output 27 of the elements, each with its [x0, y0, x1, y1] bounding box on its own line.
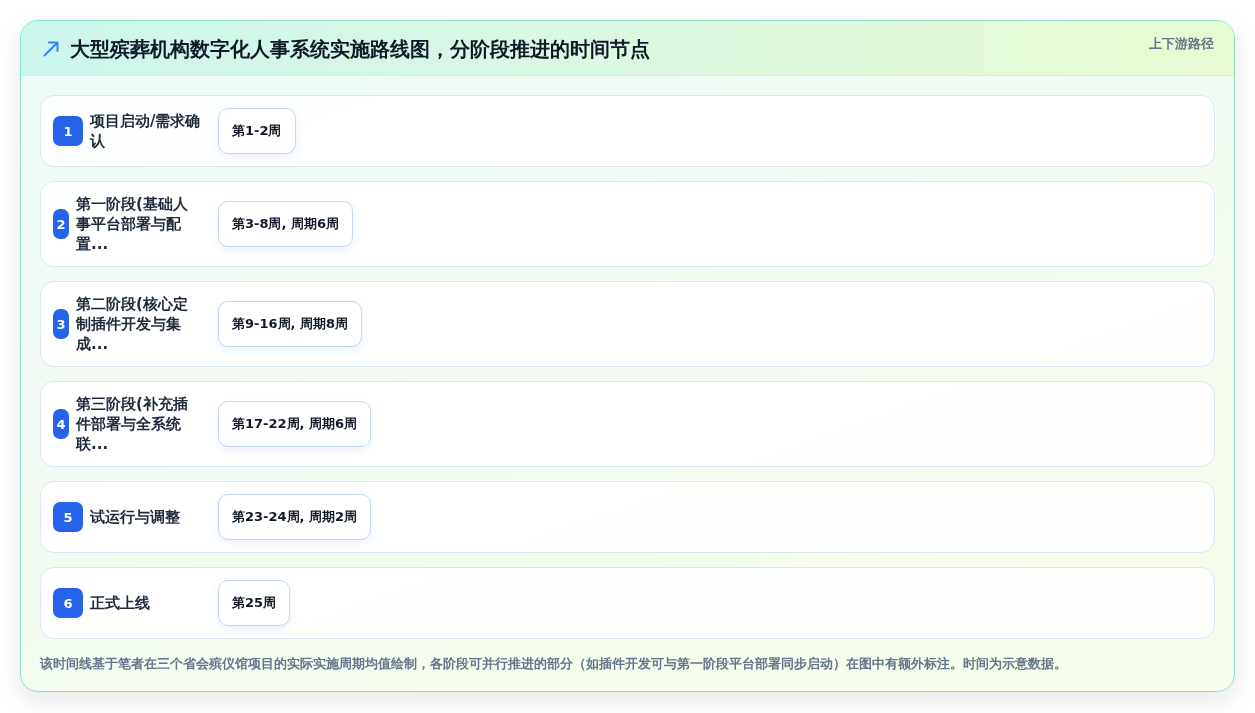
step-number-badge: 5 — [53, 502, 83, 532]
stage-card — [40, 381, 1215, 467]
stage-card — [40, 567, 1215, 639]
step-number-badge: 2 — [53, 209, 69, 239]
stage-name: 第三阶段(补充插件部署与全系统联... — [76, 394, 189, 454]
step-number-badge: 1 — [53, 116, 83, 146]
stage-card — [40, 95, 1215, 167]
stage-name: 正式上线 — [90, 593, 151, 613]
stage-name: 第一阶段(基础人事平台部署与配置... — [76, 194, 189, 254]
stage-name: 项目启动/需求确认 — [90, 111, 202, 151]
diagram-title: 大型殡葬机构数字化人事系统实施路线图，分阶段推进的时间节点 — [70, 36, 650, 62]
duration-tag: 第25周 — [218, 580, 291, 626]
duration-tag: 第1-2周 — [218, 108, 296, 154]
duration-tag: 第3-8周, 周期6周 — [218, 201, 353, 247]
duration-tag: 第17-22周, 周期6周 — [218, 401, 372, 447]
duration-tag: 第9-16周, 周期8周 — [218, 301, 363, 347]
stage-card — [40, 181, 1215, 267]
step-number-badge: 4 — [53, 409, 69, 439]
stage-card — [40, 281, 1215, 367]
stage-name: 试运行与调整 — [90, 507, 181, 527]
stage-card — [40, 481, 1215, 553]
duration-tag: 第23-24周, 周期2周 — [218, 494, 372, 540]
stage-name: 第二阶段(核心定制插件开发与集成... — [76, 294, 189, 354]
header-note: 上下游路径 — [1149, 36, 1214, 52]
step-number-badge: 6 — [53, 588, 83, 618]
footnote: 该时间线基于笔者在三个省会殡仪馆项目的实际实施周期均值绘制，各阶段可并行推进的部分（如插件开发可与第一阶段平台部署同步启动）在图中有额外标注。时间为示意数据。 — [40, 655, 1068, 673]
step-number-badge: 3 — [53, 309, 69, 339]
